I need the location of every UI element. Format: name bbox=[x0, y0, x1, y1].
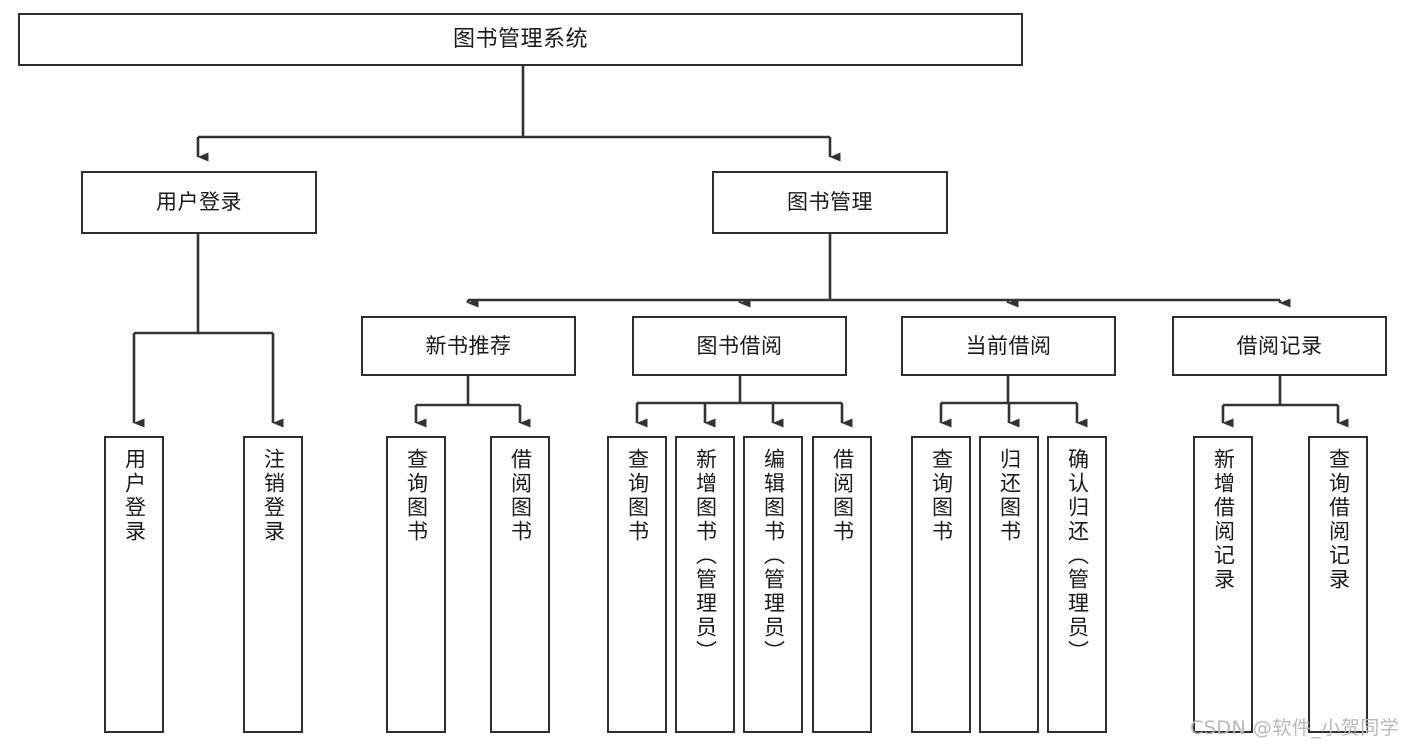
node-label: 新增图书（管理员） bbox=[693, 448, 718, 664]
node-label: 图书借阅 bbox=[696, 333, 783, 358]
node-label: 确认归还（管理员） bbox=[1065, 448, 1090, 664]
node-label: 借阅记录 bbox=[1236, 333, 1323, 358]
node-label: 归还图书 bbox=[997, 448, 1022, 544]
node-label: 图书管理 bbox=[787, 190, 873, 215]
node-borrow-record[interactable]: 借阅记录 bbox=[1172, 316, 1387, 376]
node-leaf-query-record[interactable]: 查询借阅记录 bbox=[1308, 436, 1368, 733]
node-label: 用户登录 bbox=[122, 448, 147, 544]
node-label: 新增借阅记录 bbox=[1211, 448, 1236, 592]
watermark: CSDN @软件_小贺同学 bbox=[1190, 717, 1400, 739]
node-label: 注销登录 bbox=[261, 448, 286, 544]
node-book-borrow[interactable]: 图书借阅 bbox=[632, 316, 847, 376]
node-leaf-return-book[interactable]: 归还图书 bbox=[979, 436, 1039, 733]
node-current-borrow[interactable]: 当前借阅 bbox=[901, 316, 1116, 376]
node-label: 图书管理系统 bbox=[452, 26, 588, 52]
node-leaf-query-book-1[interactable]: 查询图书 bbox=[386, 436, 446, 733]
node-leaf-query-book-3[interactable]: 查询图书 bbox=[911, 436, 971, 733]
node-label: 当前借阅 bbox=[965, 333, 1052, 358]
node-user-login[interactable]: 用户登录 bbox=[81, 171, 317, 234]
node-label: 查询图书 bbox=[625, 448, 650, 544]
node-label: 用户登录 bbox=[156, 190, 242, 215]
node-new-book-recommend[interactable]: 新书推荐 bbox=[361, 316, 576, 376]
node-root-system[interactable]: 图书管理系统 bbox=[18, 13, 1023, 66]
node-label: 编辑图书（管理员） bbox=[761, 448, 786, 664]
node-label: 借阅图书 bbox=[508, 448, 533, 544]
node-label: 借阅图书 bbox=[830, 448, 855, 544]
node-leaf-logout-login[interactable]: 注销登录 bbox=[243, 436, 303, 733]
node-leaf-user-login[interactable]: 用户登录 bbox=[104, 436, 164, 733]
node-leaf-borrow-book-1[interactable]: 借阅图书 bbox=[490, 436, 550, 733]
node-leaf-query-book-2[interactable]: 查询图书 bbox=[607, 436, 667, 733]
node-leaf-add-book[interactable]: 新增图书（管理员） bbox=[675, 436, 735, 733]
node-label: 查询图书 bbox=[404, 448, 429, 544]
node-leaf-borrow-book-2[interactable]: 借阅图书 bbox=[812, 436, 872, 733]
node-label: 查询图书 bbox=[929, 448, 954, 544]
node-label: 查询借阅记录 bbox=[1326, 448, 1351, 592]
node-leaf-confirm-return[interactable]: 确认归还（管理员） bbox=[1047, 436, 1107, 733]
node-book-manage[interactable]: 图书管理 bbox=[712, 171, 948, 234]
node-leaf-add-record[interactable]: 新增借阅记录 bbox=[1193, 436, 1253, 733]
node-label: 新书推荐 bbox=[425, 333, 512, 358]
node-leaf-edit-book[interactable]: 编辑图书（管理员） bbox=[743, 436, 803, 733]
